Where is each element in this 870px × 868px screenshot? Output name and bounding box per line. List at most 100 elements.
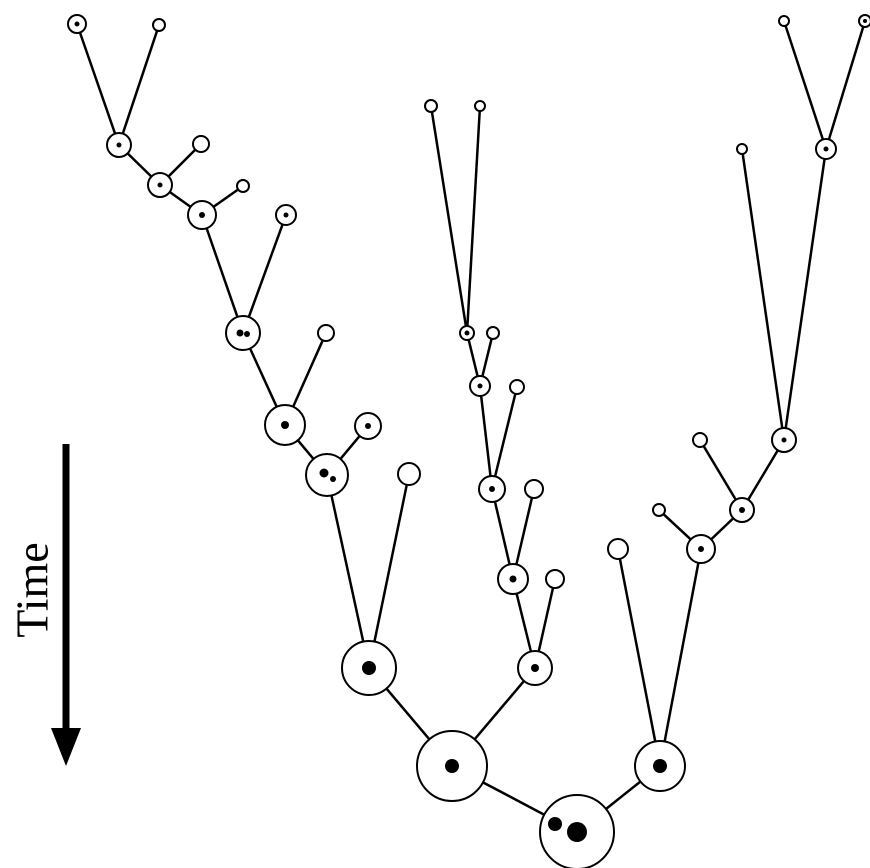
tree-node — [236, 179, 250, 193]
tree-node — [187, 200, 217, 230]
branch-line — [205, 227, 239, 318]
tree-node — [147, 172, 173, 198]
branch-line — [537, 587, 555, 652]
branch-line — [702, 445, 737, 501]
tree-node — [524, 479, 544, 499]
node-core — [653, 759, 667, 773]
node-halo — [397, 462, 421, 486]
node-core — [531, 664, 539, 672]
time-arrow-head — [51, 728, 81, 766]
branch-line — [291, 339, 324, 408]
tree-node — [652, 503, 666, 517]
tree-node — [517, 650, 553, 686]
node-core — [365, 423, 371, 429]
tree-node — [771, 427, 797, 453]
node-halo — [152, 18, 166, 32]
branch-line — [212, 188, 239, 208]
branch-line — [493, 501, 511, 565]
tree-node — [225, 315, 261, 351]
node-halo — [317, 324, 335, 342]
branch-line — [662, 513, 692, 541]
branch-line — [482, 781, 545, 816]
branch-line — [618, 558, 657, 742]
tree-node — [106, 132, 132, 158]
node-halo — [509, 379, 525, 395]
node-core — [781, 437, 787, 443]
node-core — [281, 421, 289, 429]
node-halo — [652, 503, 666, 517]
node-core — [509, 575, 517, 583]
node-halo — [474, 100, 486, 112]
time-arrow — [51, 444, 81, 766]
branch-line — [373, 484, 409, 642]
tree-node — [634, 740, 686, 792]
tree-node — [497, 563, 529, 595]
branch-line — [515, 497, 534, 565]
node-core — [464, 330, 470, 336]
tree-node — [275, 204, 297, 226]
branch-line — [710, 517, 735, 541]
branch-line — [385, 687, 431, 741]
node-core — [739, 507, 745, 513]
branch-line — [473, 680, 525, 741]
tree-node — [478, 475, 506, 503]
tree-node — [686, 534, 716, 564]
tree-node — [469, 375, 491, 397]
branch-line — [663, 562, 700, 742]
branch-line — [784, 25, 825, 140]
node-halo — [692, 432, 708, 448]
node-core — [548, 817, 562, 831]
branch-line — [339, 435, 361, 460]
branch-line — [330, 495, 365, 642]
tree-node — [459, 325, 475, 341]
branch-line — [169, 190, 192, 208]
tree-node — [858, 14, 870, 28]
node-halo — [607, 538, 629, 560]
node-core — [236, 329, 244, 337]
branch-line — [466, 110, 481, 327]
tree-node — [416, 730, 488, 802]
node-halo — [486, 326, 500, 340]
branch-line — [467, 339, 479, 377]
node-core — [319, 468, 329, 478]
branch-line — [747, 449, 779, 501]
tree-node — [67, 14, 87, 34]
node-core — [445, 759, 459, 773]
node-core — [362, 661, 376, 675]
tree-node — [341, 640, 397, 696]
branch-line — [515, 593, 533, 652]
node-core — [567, 822, 587, 842]
branch-line — [493, 393, 517, 477]
node-halo — [736, 143, 748, 155]
tree-node — [815, 138, 837, 160]
branch-line — [741, 153, 784, 429]
tree-node — [692, 432, 708, 448]
tree-node — [736, 143, 748, 155]
node-core — [863, 19, 867, 23]
node-halo — [424, 99, 438, 113]
node-core — [823, 146, 829, 152]
branch-line — [248, 347, 278, 408]
node-halo — [192, 135, 210, 153]
root-node — [539, 794, 615, 868]
branch-line — [126, 152, 153, 178]
node-halo — [545, 569, 565, 589]
node-halo — [778, 15, 790, 27]
node-core — [116, 142, 122, 148]
branch-line — [247, 223, 284, 318]
branch-line — [605, 780, 642, 810]
tree-node — [509, 379, 525, 395]
tree-node — [305, 453, 349, 497]
tree-node — [607, 538, 629, 560]
tree-node — [486, 326, 500, 340]
node-core — [698, 546, 704, 552]
tree-node — [317, 324, 335, 342]
node-core — [330, 476, 336, 482]
tree-node — [397, 462, 421, 486]
tree-node — [545, 569, 565, 589]
branch-line — [481, 338, 493, 377]
branch-line — [784, 158, 826, 429]
node-core — [283, 212, 289, 218]
node-core — [157, 182, 163, 188]
